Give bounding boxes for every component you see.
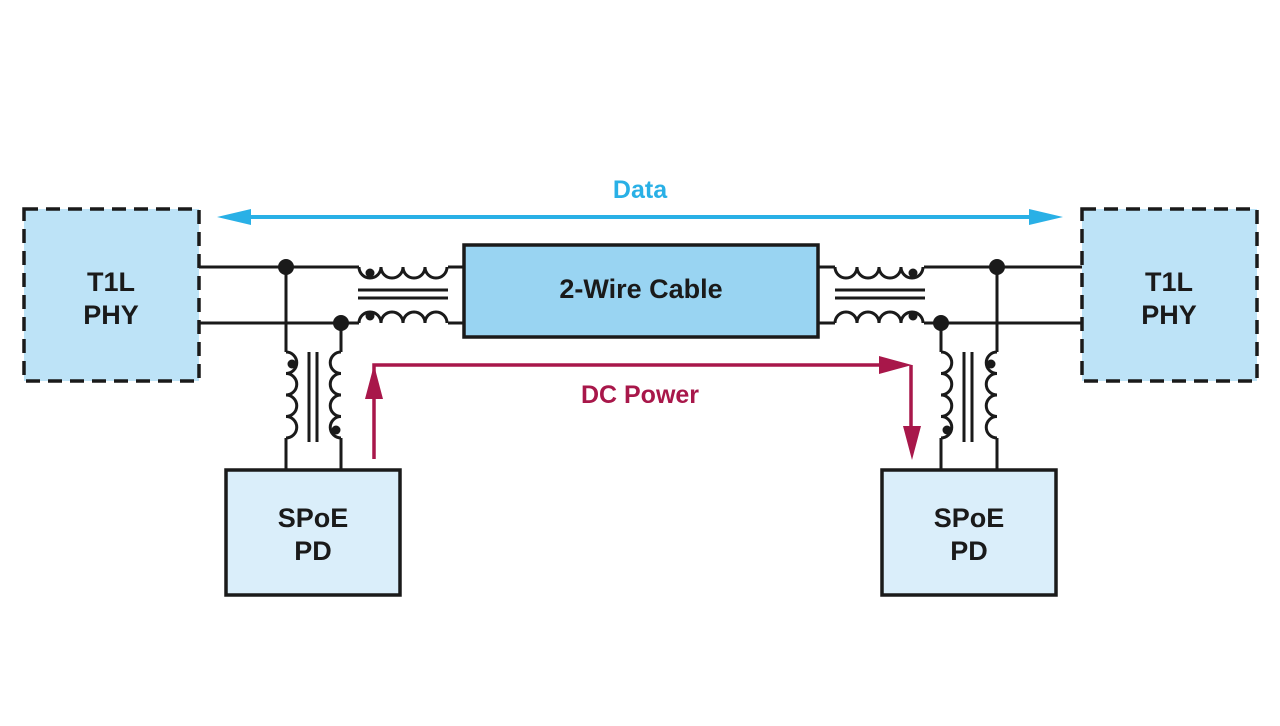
data-arrowhead-left [217, 209, 251, 225]
polarity-dot [365, 268, 375, 278]
right-t1l-phy-block: T1L PHY [1080, 207, 1259, 383]
dc-power-label: DC Power [581, 381, 699, 409]
left-t1l-phy-block: T1L PHY [22, 207, 201, 383]
data-flow-arrow [217, 209, 1063, 225]
left-cable-transformer-icon [357, 266, 449, 324]
right-cable-transformer-icon [833, 266, 925, 324]
polarity-dot [365, 311, 375, 321]
left-pd-label-line1: SPoE [278, 503, 349, 533]
power-arrowhead-right [879, 356, 912, 374]
left-pd-label-line2: PD [294, 536, 332, 566]
junction-dot [333, 315, 349, 331]
left-phy-label-line2: PHY [83, 300, 139, 330]
cable-label: 2-Wire Cable [559, 274, 722, 304]
power-arrow-path [372, 363, 880, 459]
polarity-dot [908, 268, 918, 278]
polarity-dot [908, 311, 918, 321]
data-label: Data [613, 176, 668, 204]
right-phy-label-line2: PHY [1141, 300, 1197, 330]
polarity-dot [287, 359, 297, 369]
junction-dots [278, 259, 1005, 331]
left-pd-transformer-icon [285, 350, 342, 442]
polarity-dot [942, 425, 952, 435]
junction-dot [933, 315, 949, 331]
left-phy-label-line1: T1L [87, 267, 135, 297]
right-phy-label-line1: T1L [1145, 267, 1193, 297]
junction-dot [989, 259, 1005, 275]
right-spoe-pd-block: SPoE PD [880, 468, 1058, 597]
power-arrowhead-down [903, 426, 921, 460]
junction-dot [278, 259, 294, 275]
data-arrowhead-right [1029, 209, 1063, 225]
left-spoe-pd-block: SPoE PD [224, 468, 402, 597]
right-pd-transformer-icon [940, 350, 998, 442]
polarity-dot [986, 359, 996, 369]
power-arrowhead-up [365, 365, 383, 399]
right-pd-label-line1: SPoE [934, 503, 1005, 533]
polarity-dot [331, 425, 341, 435]
two-wire-cable-block: 2-Wire Cable [462, 243, 820, 339]
right-pd-label-line2: PD [950, 536, 988, 566]
dc-power-flow-arrow [365, 356, 921, 460]
